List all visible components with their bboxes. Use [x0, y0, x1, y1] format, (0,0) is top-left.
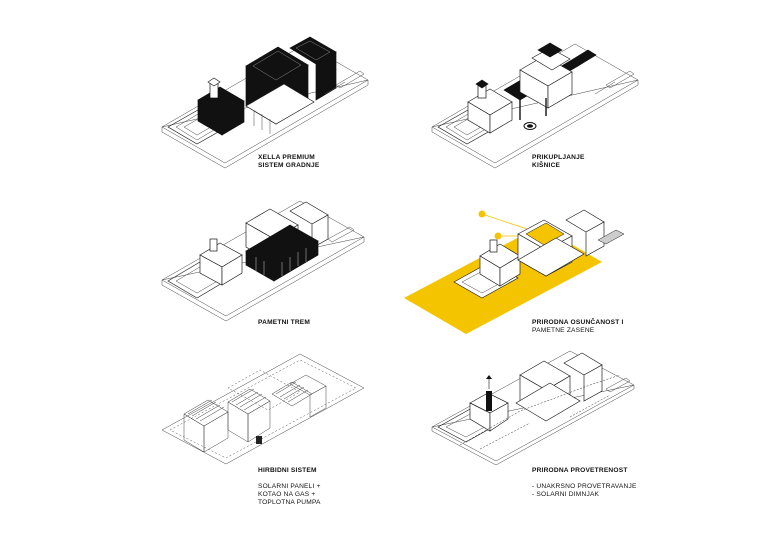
caption-trem: PAMETNI TREM: [258, 319, 310, 327]
diagram-hibrid: [161, 353, 365, 465]
panel-hibrid: [150, 348, 380, 468]
panel-sunce: [400, 200, 640, 340]
caption-note: - SOLARNI DIMNJAK: [532, 491, 600, 498]
caption-title: PAMETNI TREM: [258, 319, 311, 326]
caption-title: HIRBIDNI SISTEM: [258, 467, 317, 474]
caption-vetar: PRIRODNA PROVETRENOST - UNAKRSNO PROVETR…: [532, 467, 637, 499]
diagram-kisnica: [431, 42, 639, 169]
sun-icon: [478, 210, 531, 240]
diagram-vetar: [431, 350, 635, 466]
panel-trem: [150, 195, 380, 325]
diagram-trem: [161, 200, 365, 322]
caption-note: - UNAKRSNO PROVETRAVANJE: [532, 483, 637, 490]
caption-title: PRIKUPLJANJE: [532, 154, 585, 161]
panel-kisnica: [420, 30, 650, 180]
caption-xella: XELLA PREMIUM SISTEM GRADNJE: [258, 154, 319, 170]
caption-hibrid: HIRBIDNI SISTEM SOLARNI PANELI + KOTAO N…: [258, 467, 321, 507]
caption-sunce: PRIRODNA OSUNČANOST I PAMETNE ZASENE: [532, 319, 624, 335]
caption-title: PRIRODNA PROVETRENOST: [532, 467, 628, 474]
caption-title: SISTEM GRADNJE: [258, 162, 320, 169]
caption-note: SOLARNI PANELI +: [258, 483, 321, 490]
caption-title: KIŠNICE: [532, 162, 561, 169]
diagram-xella: [161, 36, 369, 169]
caption-note: PAMETNE ZASENE: [532, 327, 595, 334]
caption-note: TOPLOTNA PUMPA: [258, 499, 321, 506]
caption-note: KOTAO NA GAS +: [258, 491, 316, 498]
panel-xella: [150, 30, 380, 180]
panel-vetar: [420, 345, 650, 466]
chimney-icon: [486, 375, 492, 411]
diagram-sunce: [404, 209, 625, 334]
caption-title: XELLA PREMIUM: [258, 154, 315, 161]
caption-kisnica: PRIKUPLJANJE KIŠNICE: [532, 154, 585, 170]
caption-title: PRIRODNA OSUNČANOST I: [532, 319, 624, 326]
heat-pump-icon: [256, 436, 262, 444]
airflow-arrows: [459, 374, 621, 450]
